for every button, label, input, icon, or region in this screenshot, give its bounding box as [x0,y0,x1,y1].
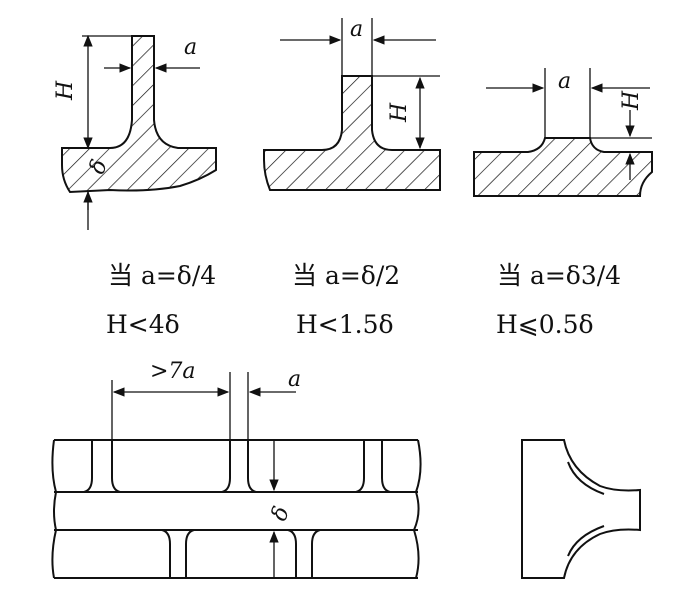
limit-2: H<1.5δ [296,310,394,339]
height-label-h: H [53,80,78,101]
condition-2: 当 a=δ/2 [292,261,401,290]
thickness-label-a: a [350,17,363,42]
limit-1: H<4δ [106,310,180,339]
tall-rib-section: H a δ [53,34,217,230]
thickness-label-a: a [558,69,571,94]
medium-rib-section: a H [263,17,441,191]
height-label-h: H [619,90,644,111]
low-rib-section: a H [473,68,653,197]
rib-end-section [521,439,641,579]
thickness-label-a: a [288,367,301,392]
limit-3: H⩽0.5δ [496,310,594,339]
wall-label-delta: δ [267,503,295,524]
condition-3: 当 a=δ3/4 [497,261,622,290]
thickness-label-a: a [184,35,197,60]
ribbed-plate-plan-view: >7a a δ [51,359,422,579]
condition-1: 当 a=δ/4 [108,261,217,290]
spacing-label-gt7a: >7a [150,359,196,384]
height-label-h: H [387,102,412,123]
